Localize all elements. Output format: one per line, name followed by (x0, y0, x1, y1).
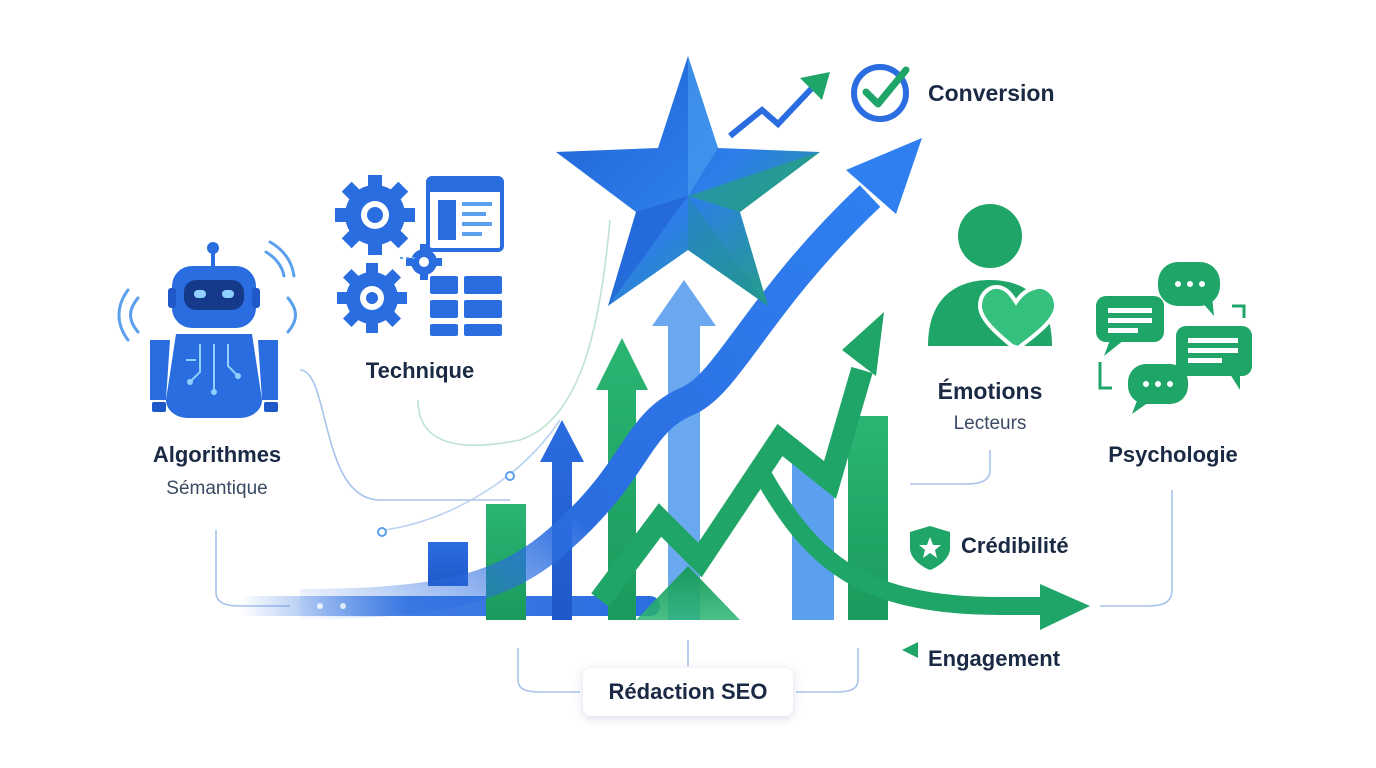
label-credibilite: Crédibilité (961, 533, 1069, 558)
trend-arrow-icon (728, 72, 830, 139)
gears-icon (335, 175, 504, 336)
star-icon (556, 56, 820, 306)
label-engagement: Engagement (928, 646, 1061, 671)
connector-lines (215, 219, 1173, 693)
green-growth-arrow (591, 312, 1090, 630)
robot-icon (117, 240, 297, 418)
sublabel-lecteurs: Lecteurs (953, 413, 1027, 434)
blue-growth-arrow (299, 138, 922, 619)
check-circle-icon (851, 64, 910, 122)
label-psychologie: Psychologie (1108, 442, 1238, 467)
redaction-seo-badge: Rédaction SEO (583, 668, 793, 716)
shield-star-icon (910, 526, 950, 570)
chat-bubbles-icon (1096, 262, 1252, 414)
label-technique: Technique (365, 358, 475, 383)
person-heart-icon (928, 204, 1059, 351)
connector-dots (377, 471, 515, 537)
label-conversion: Conversion (928, 80, 1055, 106)
sublabel-semantique: Sémantique (166, 478, 268, 499)
engagement-arrow-icon (902, 642, 918, 658)
label-algorithmes: Algorithmes (152, 442, 282, 467)
label-emotions: Émotions (937, 378, 1043, 404)
triangle-mark (636, 566, 740, 620)
